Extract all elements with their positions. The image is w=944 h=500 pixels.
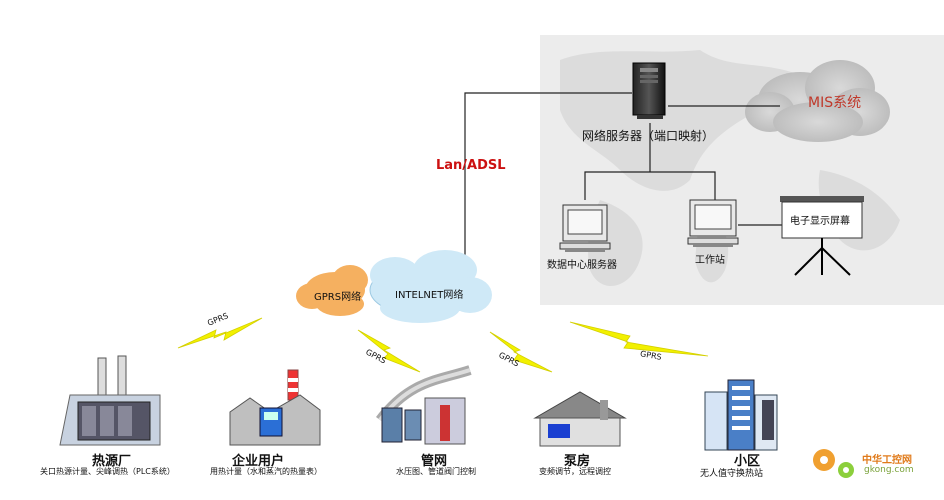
enterprise-building-icon: [229, 369, 321, 446]
mis-cloud: [745, 60, 890, 142]
world-map-background: [540, 35, 944, 305]
workstation-label: 工作站: [695, 255, 725, 266]
internet-cloud: [369, 250, 492, 323]
site-title-pump-house: 泵房: [564, 454, 591, 469]
watermark-url: gkong.com: [864, 465, 914, 475]
watermark-name: 中华工控网: [862, 455, 912, 466]
site-desc-residential: 无人值守换热站: [700, 469, 764, 479]
mis-label: MIS系统: [808, 95, 862, 111]
watermark-gear-icon: [813, 449, 854, 478]
site-desc-enterprise: 用热计量（水和蒸汽的热量表）: [210, 467, 322, 476]
pump-house-icon: [533, 391, 627, 447]
projection-screen-icon: [780, 196, 864, 276]
lan-adsl-label: Lan/ADSL: [436, 158, 506, 173]
pipeline-icon: [376, 365, 472, 445]
workstation-pc-icon: [687, 199, 739, 247]
internet-cloud-label: INTELNET网络: [395, 290, 464, 301]
site-title-heat-plant: 热源厂: [92, 454, 132, 469]
screen-label: 电子显示屏幕: [790, 216, 850, 227]
site-title-enterprise: 企业用户: [232, 454, 285, 469]
server-tower-icon: [632, 62, 666, 119]
site-desc-pump-house: 变频调节，远程调控: [539, 467, 611, 476]
heat-plant-icon: [59, 355, 161, 446]
gprs-lightning-bolts: [177, 317, 709, 373]
site-title-pipeline: 管网: [421, 454, 448, 469]
site-title-residential: 小区: [734, 454, 761, 469]
data-center-label: 数据中心服务器: [547, 260, 617, 271]
site-desc-pipeline: 水压图、管道阀门控制: [396, 467, 476, 476]
data-center-pc-icon: [559, 204, 611, 252]
server-label: 网络服务器（端口映射）: [582, 129, 715, 143]
connection-lines: [464, 92, 782, 265]
site-desc-heat-plant: 关口热源计量、尖峰调热（PLC系统）: [40, 467, 175, 476]
gprs-cloud: [296, 265, 368, 316]
gprs-cloud-label: GPRS网络: [314, 292, 362, 303]
residential-building-icon: [704, 379, 778, 451]
